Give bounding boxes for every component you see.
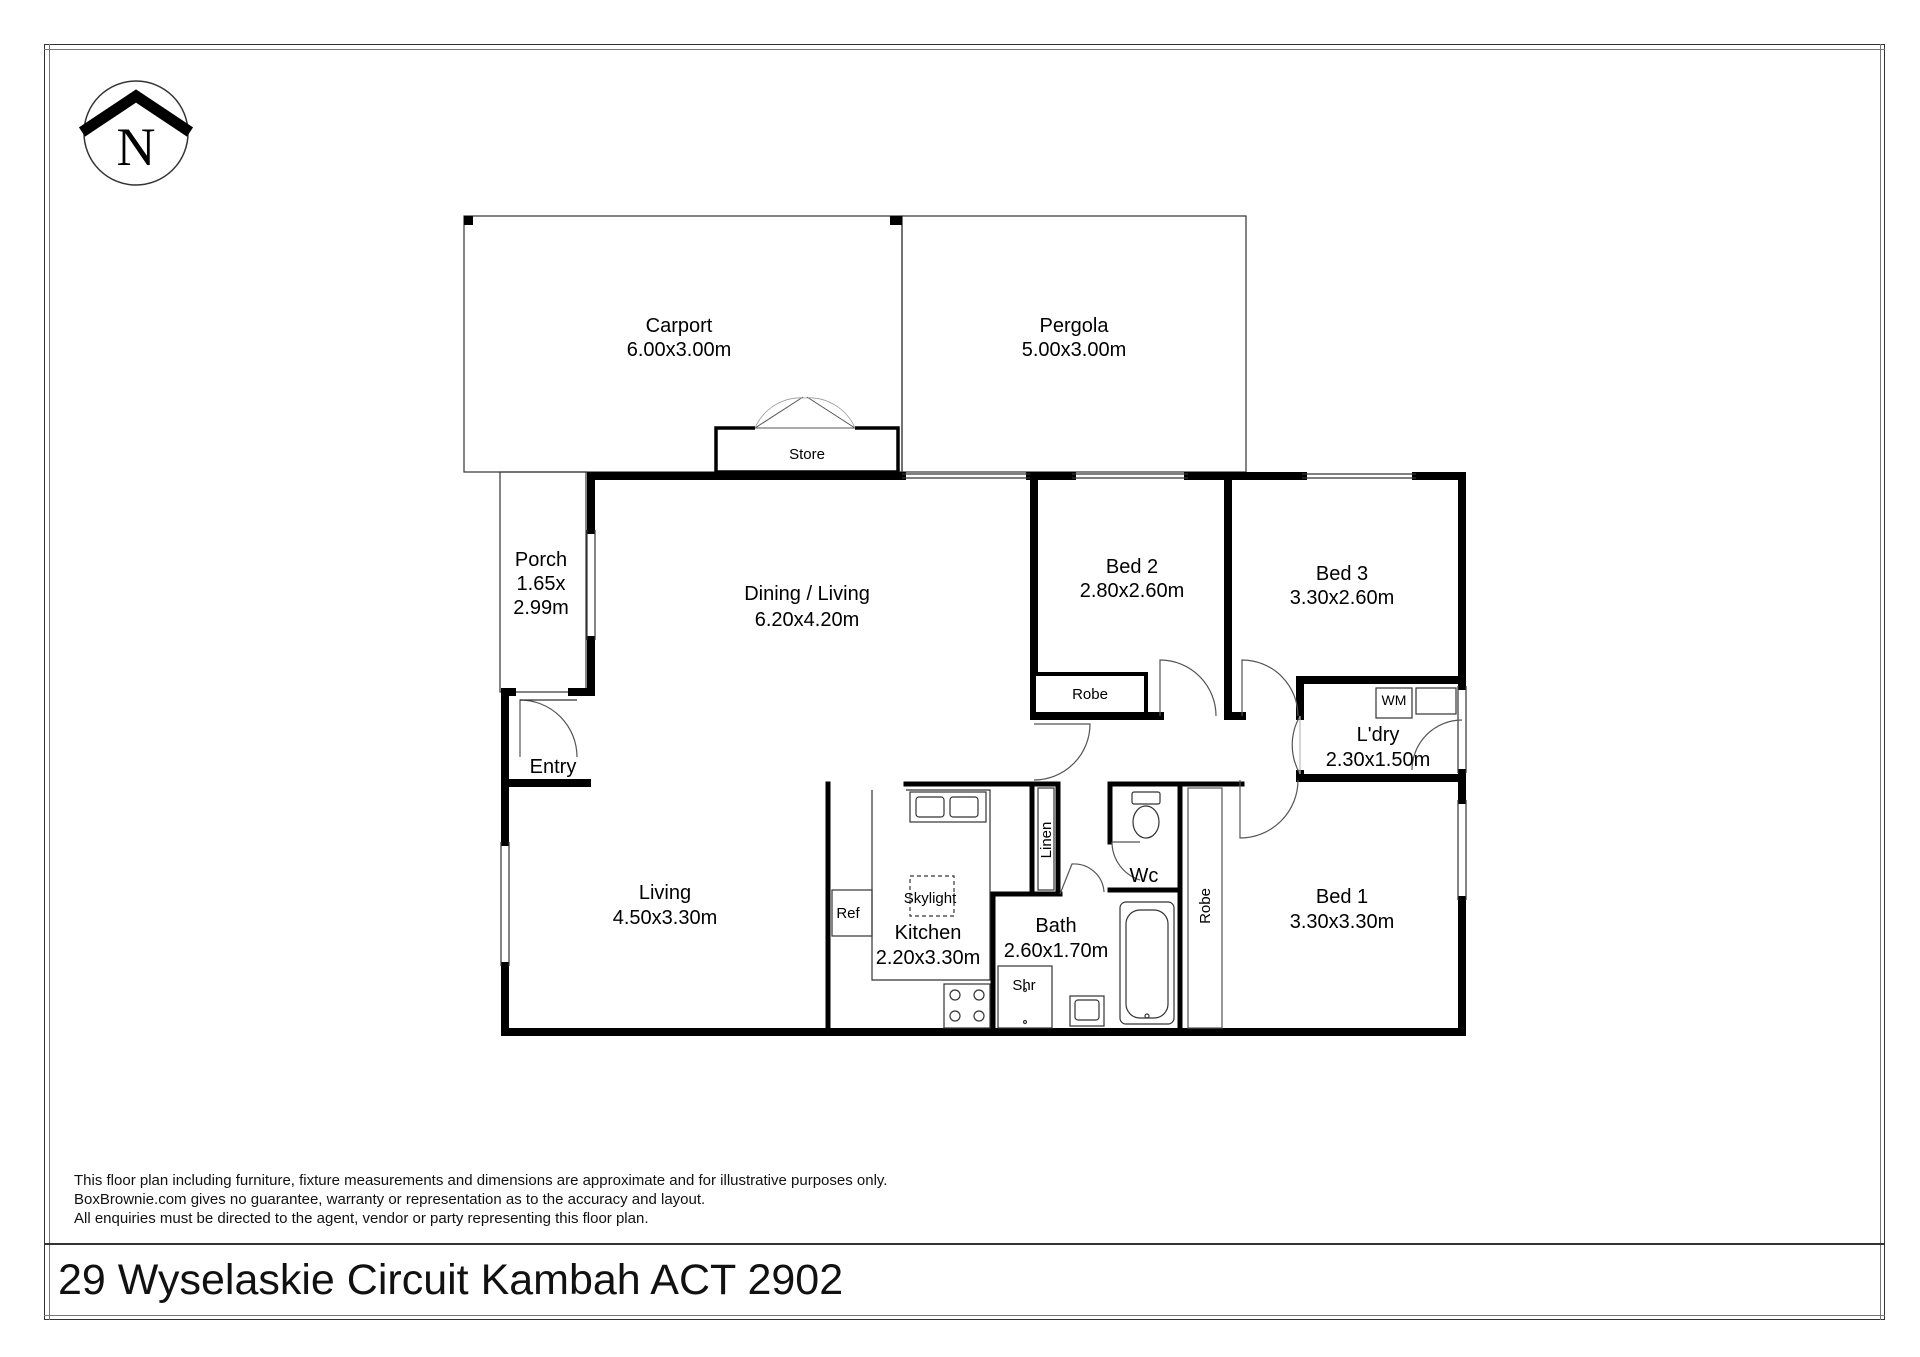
house-walls — [501, 472, 1466, 1036]
bed3-dims: 3.30x2.60m — [1290, 587, 1395, 609]
store-name: Store — [789, 446, 825, 463]
property-address: 29 Wyselaskie Circuit Kambah ACT 2902 — [58, 1256, 844, 1304]
pergola-post — [893, 216, 902, 225]
robe-bed1-name: Robe — [1197, 888, 1214, 924]
frame-line — [44, 49, 1885, 50]
kitchen-name: Kitchen — [895, 922, 962, 944]
living-name: Living — [639, 882, 691, 904]
porch-outline — [499, 471, 587, 693]
fixtures — [500, 473, 1467, 1029]
porch-dims-1: 1.65x — [517, 573, 566, 595]
room-labels: Carport 6.00x3.00m Pergola 5.00x3.00m St… — [513, 315, 1430, 994]
carport-post — [464, 216, 473, 225]
living-dims: 4.50x3.30m — [613, 907, 718, 929]
shower-label: Shr — [1012, 977, 1035, 994]
bed1-name: Bed 1 — [1316, 886, 1368, 908]
frame-line — [1880, 44, 1881, 1320]
wm-label: WM — [1382, 692, 1407, 708]
store-room — [714, 396, 900, 474]
bath-name: Bath — [1035, 915, 1076, 937]
carport-dims: 6.00x3.00m — [627, 339, 732, 361]
interior-walls — [825, 771, 1303, 1035]
bed2-dims: 2.80x2.60m — [1080, 580, 1185, 602]
pergola-name: Pergola — [1040, 315, 1110, 337]
carport-name: Carport — [646, 315, 713, 337]
frame-line — [49, 44, 50, 1320]
disclaimer-line: BoxBrownie.com gives no guarantee, warra… — [74, 1191, 706, 1208]
porch-dims-2: 2.99m — [513, 597, 569, 619]
laundry-name: L'dry — [1357, 724, 1400, 746]
page-frame — [44, 44, 1885, 1320]
wc-name: Wc — [1130, 865, 1159, 887]
linen-name: Linen — [1038, 822, 1055, 859]
laundry-dims: 2.30x1.50m — [1326, 749, 1431, 771]
fridge-label: Ref — [836, 905, 860, 922]
skylight-label: Skylight — [904, 890, 957, 907]
bed2-name: Bed 2 — [1106, 556, 1158, 578]
disclaimer-line: This floor plan including furniture, fix… — [74, 1172, 888, 1189]
kitchen-dims: 2.20x3.30m — [876, 947, 981, 969]
bed1-dims: 3.30x3.30m — [1290, 911, 1395, 933]
dining-living-dims: 6.20x4.20m — [755, 609, 860, 631]
pergola-dims: 5.00x3.00m — [1022, 339, 1127, 361]
north-compass-icon: N — [78, 80, 194, 186]
dining-living-name: Dining / Living — [744, 583, 870, 605]
disclaimer-line: All enquiries must be directed to the ag… — [74, 1210, 649, 1227]
bath-dims: 2.60x1.70m — [1004, 940, 1109, 962]
robe-bed2-name: Robe — [1072, 686, 1108, 703]
bed3-name: Bed 3 — [1316, 563, 1368, 585]
compass-letter: N — [117, 117, 156, 177]
disclaimer: This floor plan including furniture, fix… — [74, 1171, 887, 1228]
porch-name: Porch — [515, 549, 567, 571]
frame-line — [44, 1315, 1885, 1316]
title-divider — [44, 1243, 1885, 1245]
entry-name: Entry — [530, 756, 577, 778]
